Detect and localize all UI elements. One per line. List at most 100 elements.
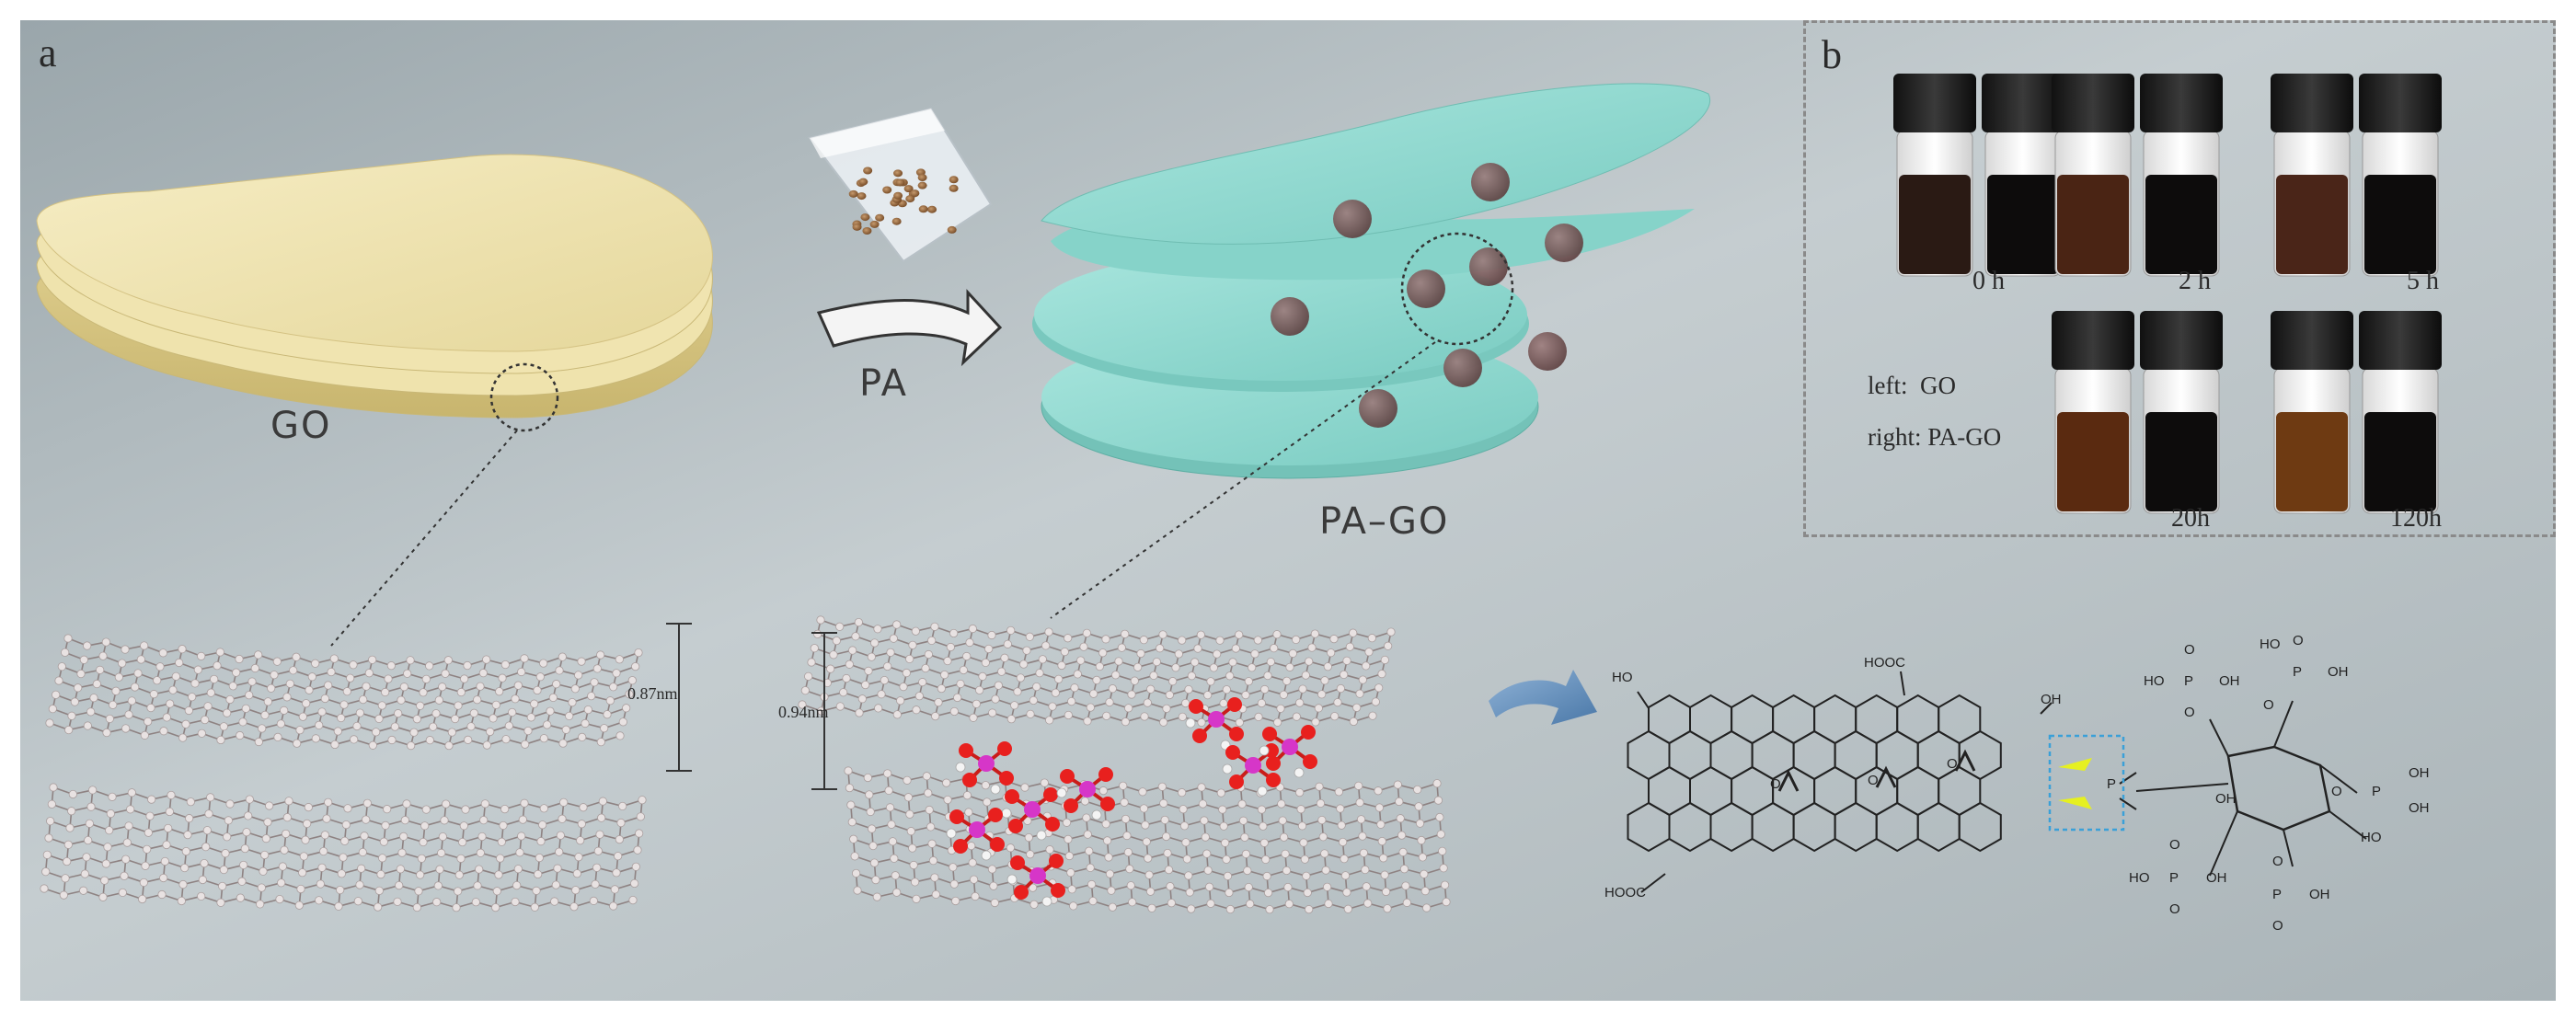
vial-cap — [2052, 311, 2134, 370]
lattice-atom — [1257, 805, 1267, 814]
lattice-atom — [1079, 642, 1088, 651]
lattice-atom — [85, 819, 94, 828]
lattice-atom — [1101, 635, 1110, 644]
lattice-atom — [1066, 868, 1075, 878]
lattice-atom — [1166, 882, 1175, 891]
oxygen-atom — [1264, 743, 1279, 758]
lattice-atom — [1215, 636, 1225, 645]
chem-cooh-bottom: HOOC — [1604, 885, 1646, 901]
lattice-atom — [180, 863, 190, 873]
lattice-atom — [981, 781, 990, 790]
lattice-atom — [1122, 831, 1132, 841]
lattice-atom — [1367, 634, 1376, 643]
lattice-atom — [968, 624, 977, 634]
lattice-atom — [236, 730, 245, 740]
lattice-atom — [1420, 887, 1430, 896]
reaction-arrow-icon — [816, 289, 1003, 367]
lattice-atom — [181, 846, 190, 856]
pa-atom-label: HO — [2361, 830, 2382, 845]
lattice-atom — [1418, 853, 1427, 862]
lattice-atom — [1213, 649, 1222, 659]
lattice-atom — [926, 822, 936, 832]
oxygen-atom — [949, 809, 964, 824]
pa-atom-label: O — [2184, 642, 2195, 658]
lattice-atom — [1363, 899, 1373, 908]
pa-particle — [1407, 270, 1445, 308]
oxygen-atom — [990, 837, 1005, 852]
lattice-atom — [1181, 698, 1190, 708]
lattice-atom — [140, 641, 149, 650]
lattice-atom — [1086, 703, 1095, 712]
lattice-atom — [1020, 783, 1029, 792]
lattice-atom — [319, 846, 328, 856]
lattice-atom — [552, 680, 561, 689]
lattice-atom — [282, 829, 291, 839]
lattice-atom — [237, 877, 247, 886]
lattice-atom — [581, 718, 590, 728]
lattice-atom — [374, 902, 383, 912]
lattice-atom — [1006, 715, 1016, 724]
lattice-atom — [362, 682, 371, 691]
lattice-atom — [877, 690, 886, 699]
lattice-atom — [912, 706, 921, 715]
lattice-atom — [546, 706, 555, 716]
lattice-atom — [353, 897, 362, 906]
lattice-atom — [886, 648, 895, 657]
lattice-atom — [476, 848, 485, 857]
pa-seed — [882, 186, 892, 194]
lattice-atom — [400, 816, 409, 825]
go-graphene-lattice — [40, 634, 647, 912]
lattice-atom — [1187, 904, 1196, 913]
lattice-atom — [70, 697, 79, 706]
lattice-atom — [489, 714, 498, 723]
lattice-atom — [1222, 855, 1231, 864]
lattice-atom — [924, 788, 933, 797]
lattice-atom — [574, 853, 583, 862]
lattice-atom — [865, 790, 874, 799]
lattice-atom — [1279, 690, 1288, 699]
lattice-atom — [1167, 899, 1176, 908]
oxygen-atom — [1229, 727, 1244, 741]
lattice-atom — [1044, 627, 1053, 637]
lattice-atom — [440, 816, 449, 825]
oxygen-atom — [1005, 789, 1019, 804]
lattice-atom — [627, 676, 637, 685]
lattice-atom — [144, 828, 153, 837]
lattice-atom — [1032, 682, 1041, 692]
pa-seed — [860, 213, 870, 222]
lattice-atom — [126, 805, 135, 814]
lattice-atom — [883, 661, 892, 671]
lattice-atom — [61, 648, 70, 657]
lattice-atom — [358, 847, 367, 857]
lattice-atom — [215, 648, 224, 657]
lattice-atom — [263, 818, 272, 827]
lattice-atom — [520, 654, 529, 663]
lattice-atom — [383, 805, 392, 814]
lattice-atom — [193, 665, 202, 674]
lattice-atom — [57, 662, 66, 671]
go-zoom-circle — [489, 362, 559, 432]
chem-epoxy-o: O — [1770, 776, 1781, 792]
lattice-atom — [592, 863, 602, 872]
lattice-atom — [570, 684, 580, 694]
pa-seed — [949, 184, 959, 192]
lattice-atom — [530, 902, 539, 912]
vial-pa-go-liquid — [2145, 175, 2217, 274]
lattice-atom — [67, 807, 76, 816]
lattice-atom — [1139, 636, 1148, 645]
lattice-atom — [1149, 671, 1158, 681]
lattice-atom — [1174, 649, 1183, 659]
chem-oh-left: HO — [1612, 670, 1633, 685]
lattice-atom — [289, 666, 298, 675]
lattice-atom — [1054, 674, 1064, 683]
lattice-atom — [197, 728, 206, 738]
phosphorus-atom — [1208, 711, 1225, 728]
lattice-atom — [168, 685, 178, 694]
lattice-atom — [892, 710, 902, 719]
lattice-atom — [412, 902, 421, 912]
lattice-atom — [1321, 866, 1330, 875]
pa-go-chemical-structure — [1627, 671, 2367, 893]
lattice-atom — [512, 881, 522, 890]
lattice-atom — [1377, 670, 1386, 679]
lattice-atom — [80, 869, 89, 878]
